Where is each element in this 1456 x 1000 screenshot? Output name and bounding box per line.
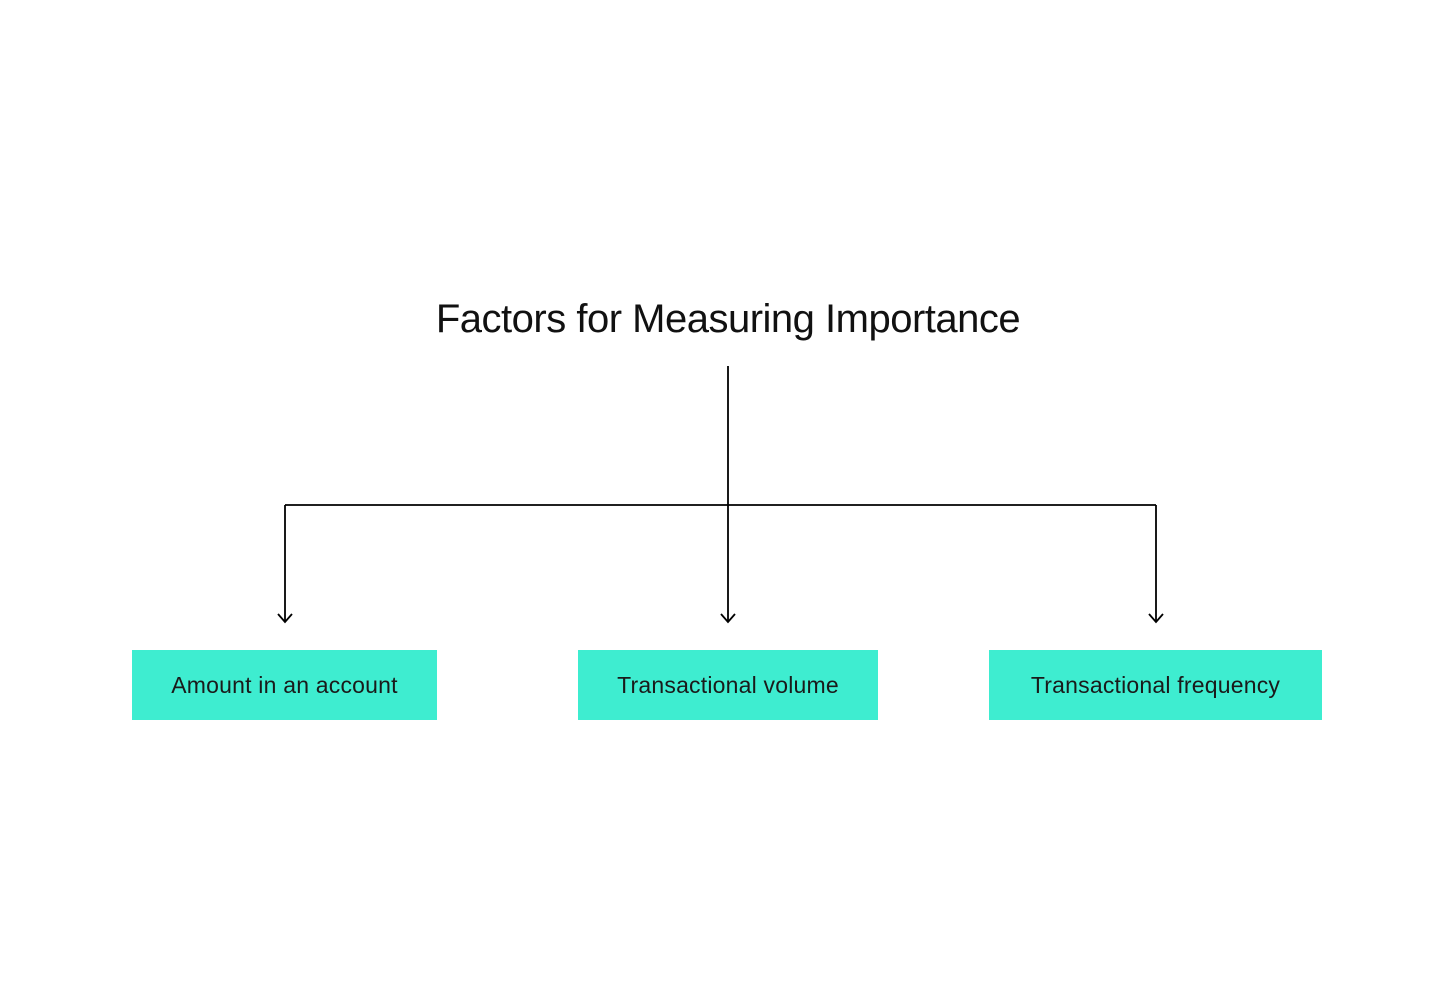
diagram-title: Factors for Measuring Importance [435,297,1021,341]
node-label: Amount in an account [171,671,398,698]
arrowhead-center-icon [720,613,736,624]
arrowhead-right-icon [1148,613,1164,624]
arrowhead-left-icon [277,613,293,624]
node-amount-in-account: Amount in an account [132,650,437,720]
node-transactional-volume: Transactional volume [578,650,878,720]
node-label: Transactional volume [617,671,839,698]
node-label: Transactional frequency [1030,671,1281,698]
node-transactional-frequency: Transactional frequency [989,650,1322,720]
